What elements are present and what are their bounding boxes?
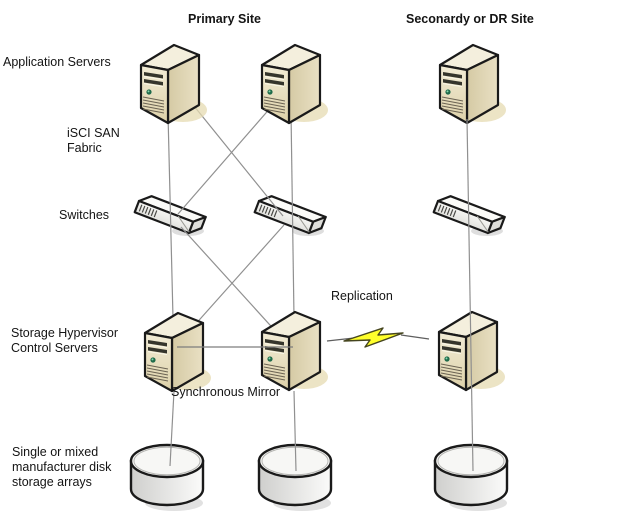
iscsi-san-fabric-label: iSCI SAN Fabric [67, 126, 120, 156]
iscsi-san-fabric-label-line1: iSCI SAN [67, 126, 120, 140]
secondary-site-header: Seconardy or DR Site [406, 12, 534, 26]
storage-hypervisor-server-icon-primary-1 [143, 311, 213, 393]
app-server-icon-dr [438, 43, 508, 125]
synchronous-mirror-label: Synchronous Mirror [171, 385, 281, 399]
switches-label: Switches [59, 208, 110, 222]
disk-array-icon-primary-1 [129, 443, 205, 513]
switch-icon-primary-2 [253, 191, 327, 238]
connection-line-app1-switch2 [193, 105, 284, 217]
connection-line-storage2-disk2 [293, 390, 297, 472]
storage-hypervisor-server-icon-primary-2 [260, 310, 330, 392]
iscsi-san-fabric-label-line2: Fabric [67, 141, 102, 155]
primary-site-header: Primary Site [188, 12, 261, 26]
connection-line-storage1-disk1 [169, 390, 175, 467]
connection-line-app2-switch1 [177, 105, 273, 215]
app-server-icon-primary-2 [260, 43, 330, 125]
app-server-icon-primary-1 [139, 43, 209, 125]
san-fabric-lines [167, 105, 297, 472]
lightning-bolt-icon [343, 327, 404, 348]
replication-line-right [400, 334, 430, 340]
replication-label: Replication [331, 289, 393, 303]
connection-line-app2-storage2 [290, 111, 295, 319]
disk-arrays-label-line2: manufacturer disk [12, 460, 112, 474]
disk-arrays-label-line3: storage arrays [12, 475, 92, 489]
connection-line-dr-column [466, 118, 474, 472]
connection-line-app1-storage1 [167, 113, 174, 319]
application-servers-label: Application Servers [3, 55, 111, 69]
storage-hypervisor-label-line2: Control Servers [11, 341, 98, 355]
storage-hypervisor-label: Storage Hypervisor Control Servers [11, 326, 118, 356]
storage-hypervisor-label-line1: Storage Hypervisor [11, 326, 118, 340]
disk-array-icon-dr [433, 443, 509, 513]
disk-arrays-label-line1: Single or mixed [12, 445, 99, 459]
disk-arrays-label: Single or mixed manufacturer disk storag… [12, 445, 111, 490]
